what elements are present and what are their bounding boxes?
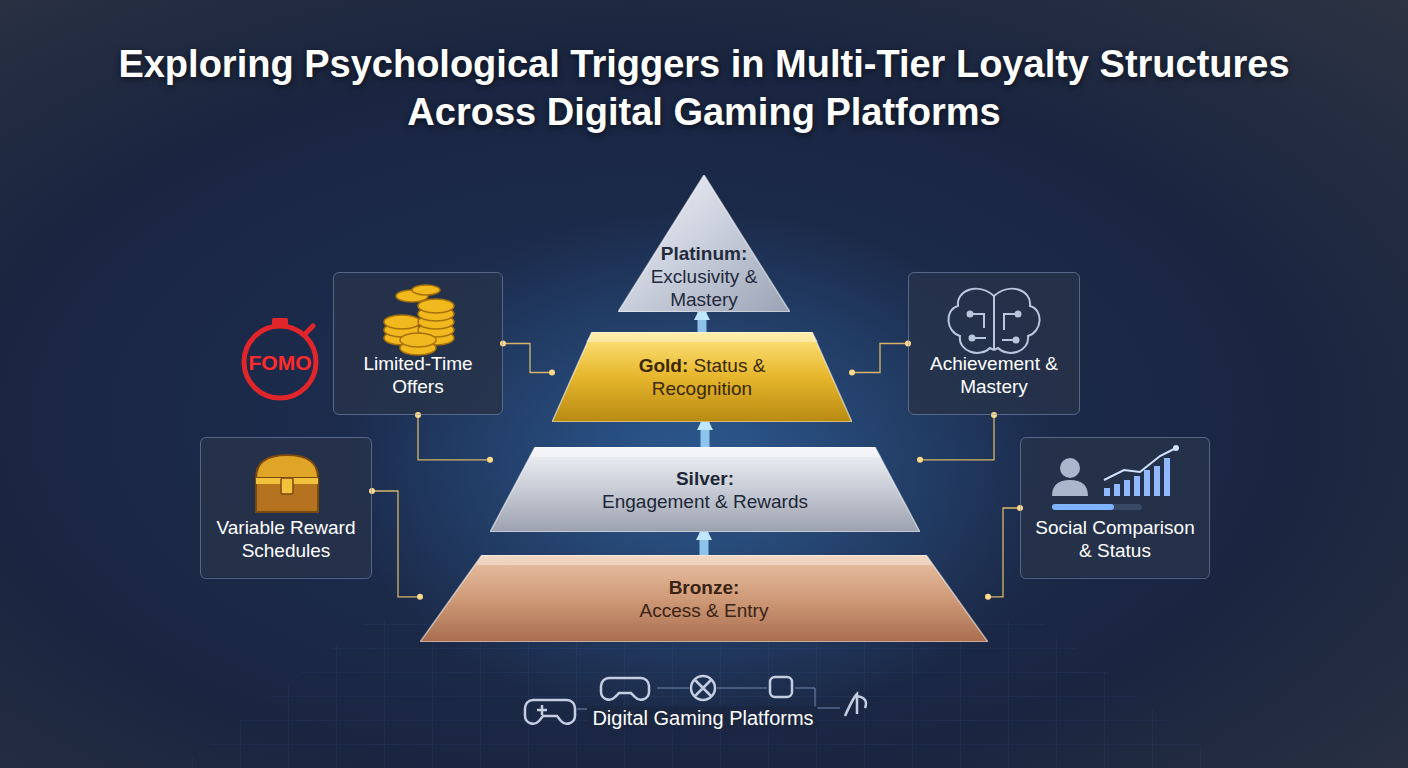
- leader-dot: [369, 488, 375, 494]
- leader-dot: [917, 457, 923, 463]
- leader-line: [503, 344, 552, 373]
- fomo-label: FOMO: [249, 351, 312, 375]
- tier-description: Exclusivity & Mastery: [644, 265, 764, 311]
- tier-text: Gold:Status & Recognition: [617, 354, 787, 400]
- tier-arrow: [700, 532, 709, 555]
- coins-icon: [384, 285, 454, 355]
- pyramid-tier: Silver:Engagement & Rewards: [490, 447, 920, 532]
- leader-line: [418, 415, 490, 460]
- trigger-label: Variable Reward Schedules: [209, 516, 363, 562]
- trigger-box: Limited-Time Offers: [333, 272, 503, 415]
- pyramid-tier: Platinum:Exclusivity & Mastery: [618, 175, 790, 312]
- tier-name: Bronze:: [640, 576, 769, 599]
- tier-description: Access & Entry: [640, 599, 769, 622]
- tier-shape: [420, 555, 988, 642]
- chest-icon: [256, 455, 318, 512]
- leader-dot: [849, 370, 855, 376]
- leader-line: [920, 415, 994, 460]
- stopwatch-icon: [244, 318, 316, 398]
- tier-arrow: [698, 312, 707, 332]
- brain-icon: [948, 289, 1039, 353]
- tier-bevel: [586, 332, 818, 342]
- tier-bevel: [476, 555, 932, 565]
- trigger-label: Social Comparison & Status: [1029, 516, 1201, 562]
- tier-description: Engagement & Rewards: [602, 490, 808, 513]
- trigger-box: Achievement & Mastery: [908, 272, 1080, 415]
- tier-name: Gold:: [639, 355, 689, 376]
- tier-face: [420, 555, 988, 642]
- leader-dot: [500, 341, 506, 347]
- pyramid-tier: Bronze:Access & Entry: [420, 555, 988, 642]
- leader-line: [372, 491, 420, 597]
- platforms-label: Digital Gaming Platforms: [588, 707, 817, 730]
- tier-arrow: [701, 422, 710, 447]
- tier-shape: [490, 447, 920, 532]
- leader-dot: [417, 594, 423, 600]
- tier-shape: [552, 332, 852, 422]
- leader-dot: [991, 412, 997, 418]
- leader-dot: [985, 594, 991, 600]
- tier-text: Silver:Engagement & Rewards: [602, 467, 808, 513]
- tier-text: Platinum:Exclusivity & Mastery: [644, 242, 764, 311]
- trigger-box: Variable Reward Schedules: [200, 437, 372, 579]
- leader-line: [988, 508, 1020, 597]
- trigger-label: Limited-Time Offers: [342, 352, 494, 398]
- tier-face: [552, 332, 852, 422]
- trigger-box: Social Comparison & Status: [1020, 437, 1210, 579]
- tier-face: [618, 175, 790, 312]
- tier-bevel: [529, 447, 881, 457]
- social-chart-icon: [1052, 445, 1179, 510]
- trigger-label: Achievement & Mastery: [917, 352, 1071, 398]
- tier-name: Silver:: [602, 467, 808, 490]
- leader-line: [852, 344, 908, 373]
- diagram-title: Exploring Psychological Triggers in Mult…: [104, 40, 1304, 136]
- tier-face: [490, 447, 920, 532]
- leader-dot: [415, 412, 421, 418]
- leader-dot: [487, 457, 493, 463]
- tier-text: Bronze:Access & Entry: [640, 576, 769, 622]
- tier-name: Platinum:: [644, 242, 764, 265]
- pyramid-tier: Gold:Status & Recognition: [552, 332, 852, 422]
- leader-dot: [549, 370, 555, 376]
